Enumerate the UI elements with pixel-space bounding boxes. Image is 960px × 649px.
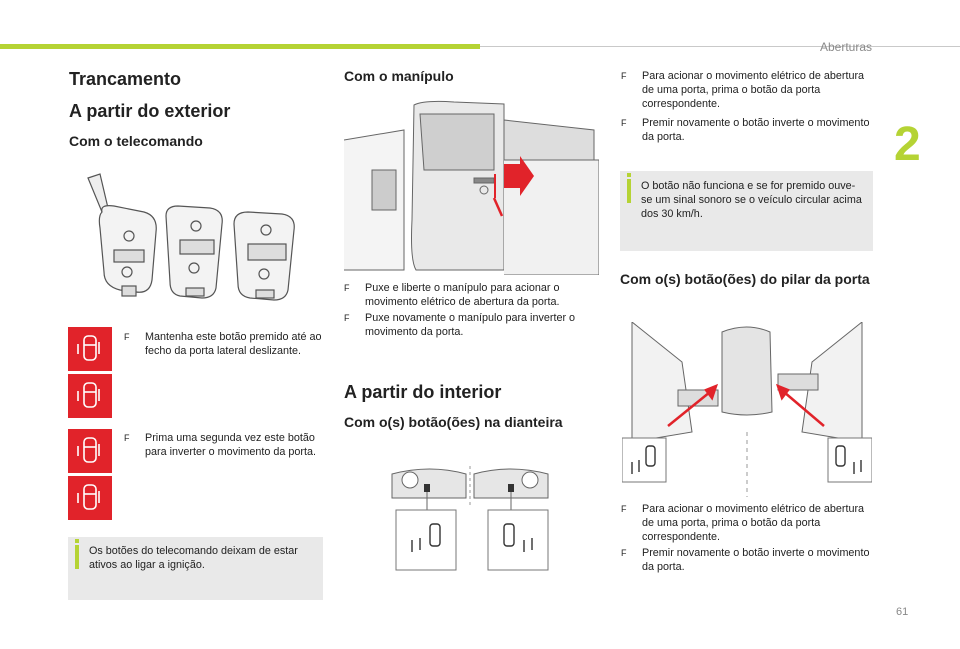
sliding-door-button-icon xyxy=(68,476,112,520)
note-text: O botão não funciona e se for premido ou… xyxy=(641,180,862,220)
sliding-door-button-icon xyxy=(68,374,112,418)
sliding-door-button-icon xyxy=(68,327,112,371)
bullet-pull-handle: F Puxe e liberte o manípulo para acionar… xyxy=(344,281,599,309)
page-number: 61 xyxy=(896,606,909,618)
bullet-press-again: F Prima uma segunda vez este botão para … xyxy=(124,431,324,459)
bullet-pillar-again: F Premir novamente o botão inverte o mov… xyxy=(621,546,871,574)
pillar-buttons-illustration xyxy=(622,322,872,497)
sliding-door-button-icon xyxy=(68,429,112,473)
heading-pillar-buttons: Com o(s) botão(ões) do pilar da porta xyxy=(620,271,870,287)
bullet-text: Para acionar o movimento elétrico de abe… xyxy=(642,70,865,110)
heading-remote: Com o telecomando xyxy=(69,133,203,149)
note-text: Os botões do telecomando deixam de estar… xyxy=(89,545,298,571)
bullet-text: Premir novamente o botão inverte o movim… xyxy=(642,547,870,573)
header-accent-bar xyxy=(0,44,480,49)
header-rule xyxy=(480,46,960,47)
subtitle-exterior: A partir do exterior xyxy=(69,101,231,121)
heading-handle: Com o manípulo xyxy=(344,68,454,84)
bullet-text: Prima uma segunda vez este botão para in… xyxy=(145,432,317,458)
bullet-hold-button: F Mantenha este botão premido até ao fec… xyxy=(124,330,324,358)
front-buttons-illustration xyxy=(390,462,550,574)
bullet-mark: F xyxy=(124,332,130,342)
bullet-mark: F xyxy=(124,433,130,443)
info-icon xyxy=(627,173,631,203)
bullet-mark: F xyxy=(621,71,627,81)
heading-front-buttons: Com o(s) botão(ões) na dianteira xyxy=(344,414,563,430)
subtitle-interior: A partir do interior xyxy=(344,382,502,402)
section-name: Aberturas xyxy=(819,40,872,54)
chapter-number: 2 xyxy=(894,118,921,171)
bullet-mark: F xyxy=(344,283,350,293)
bullet-text: Para acionar o movimento elétrico de abe… xyxy=(642,503,865,543)
bullet-text: Mantenha este botão premido até ao fecho… xyxy=(145,331,322,357)
bullet-mark: F xyxy=(621,504,627,514)
bullet-press-door-button: F Para acionar o movimento elétrico de a… xyxy=(621,69,871,111)
door-handle-illustration xyxy=(344,100,599,275)
remote-keys-illustration xyxy=(80,168,305,303)
bullet-press-again-inverts: F Premir novamente o botão inverte o mov… xyxy=(621,116,871,144)
bullet-text: Premir novamente o botão inverte o movim… xyxy=(642,117,870,143)
bullet-mark: F xyxy=(344,313,350,323)
bullet-pull-again: F Puxe novamente o manípulo para inverte… xyxy=(344,311,599,339)
bullet-text: Puxe e liberte o manípulo para acionar o… xyxy=(365,282,560,308)
page-title: Trancamento xyxy=(69,69,182,89)
bullet-text: Puxe novamente o manípulo para inverter … xyxy=(365,312,576,338)
bullet-mark: F xyxy=(621,118,627,128)
info-note-remote: Os botões do telecomando deixam de estar… xyxy=(68,537,323,600)
info-icon xyxy=(75,539,79,569)
bullet-pillar-press: F Para acionar o movimento elétrico de a… xyxy=(621,502,871,544)
info-note-speed: O botão não funciona e se for premido ou… xyxy=(620,171,873,251)
bullet-mark: F xyxy=(621,548,627,558)
